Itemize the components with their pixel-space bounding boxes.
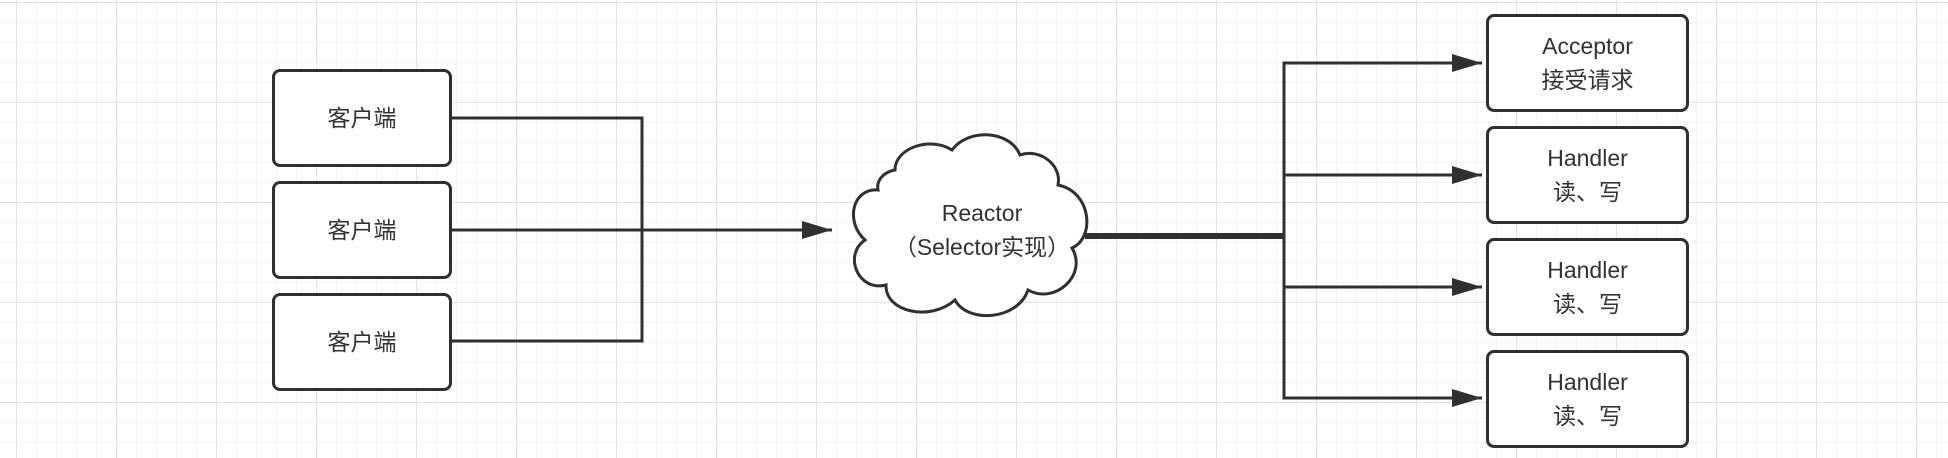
handler-subtitle: 读、写 bbox=[1553, 291, 1622, 317]
handler-box: Handler 读、写 bbox=[1486, 126, 1689, 224]
handler-title: Handler bbox=[1547, 257, 1628, 283]
client-label: 客户端 bbox=[327, 105, 397, 131]
acceptor-subtitle: 接受请求 bbox=[1541, 67, 1634, 93]
acceptor-box: Acceptor 接受请求 bbox=[1486, 14, 1689, 112]
client-label: 客户端 bbox=[327, 217, 397, 243]
client-box: 客户端 bbox=[272, 181, 452, 279]
reactor-label: Reactor （Selector实现） bbox=[862, 196, 1102, 264]
reactor-title: Reactor bbox=[941, 200, 1023, 226]
handler-subtitle: 读、写 bbox=[1553, 403, 1622, 429]
handler-title: Handler bbox=[1547, 369, 1628, 395]
handler-title: Handler bbox=[1547, 145, 1628, 171]
acceptor-title: Acceptor bbox=[1542, 33, 1633, 59]
handler-box: Handler 读、写 bbox=[1486, 238, 1689, 336]
reactor-subtitle: （Selector实现） bbox=[893, 234, 1071, 260]
reactor-cloud bbox=[851, 133, 1089, 318]
client-box: 客户端 bbox=[272, 293, 452, 391]
client-box: 客户端 bbox=[272, 69, 452, 167]
handler-subtitle: 读、写 bbox=[1553, 179, 1622, 205]
handler-box: Handler 读、写 bbox=[1486, 350, 1689, 448]
client-label: 客户端 bbox=[327, 329, 397, 355]
